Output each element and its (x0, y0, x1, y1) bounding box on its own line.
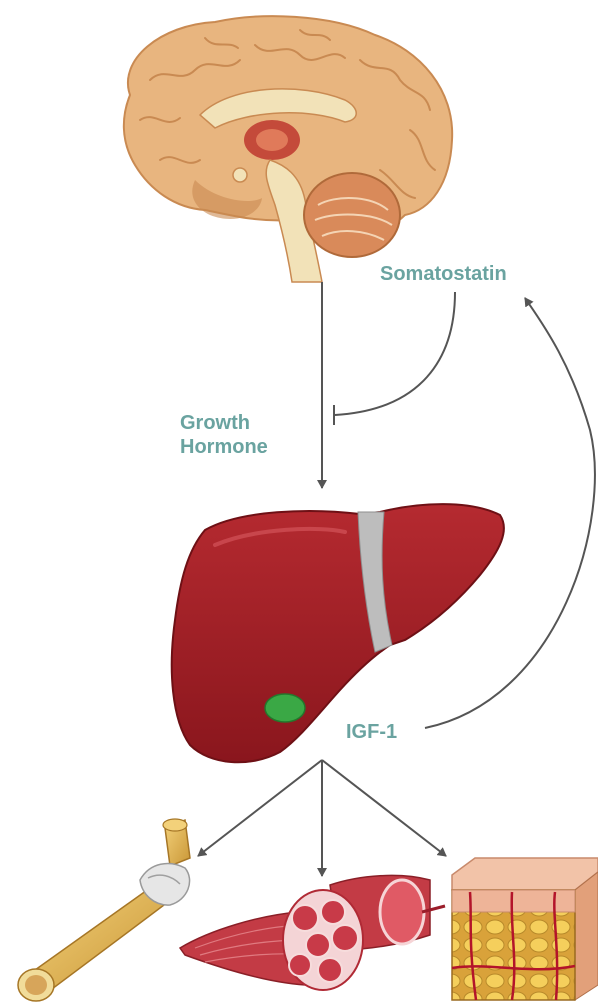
liver-icon (172, 504, 504, 762)
bone-icon (18, 819, 190, 1001)
growth-hormone-line2: Hormone (180, 435, 268, 459)
brain-icon (124, 16, 452, 282)
liver-to-bone-arrow (198, 760, 322, 856)
igf1-label: IGF-1 (346, 720, 397, 744)
somatostatin-label: Somatostatin (380, 262, 507, 286)
muscle-icon (180, 875, 445, 990)
fat-tissue-icon (452, 858, 598, 1000)
growth-hormone-line1: Growth (180, 411, 268, 435)
liver-to-fat-arrow (322, 760, 446, 856)
somatostatin-inhibition-arrow (335, 292, 455, 415)
growth-hormone-label: Growth Hormone (180, 411, 268, 459)
